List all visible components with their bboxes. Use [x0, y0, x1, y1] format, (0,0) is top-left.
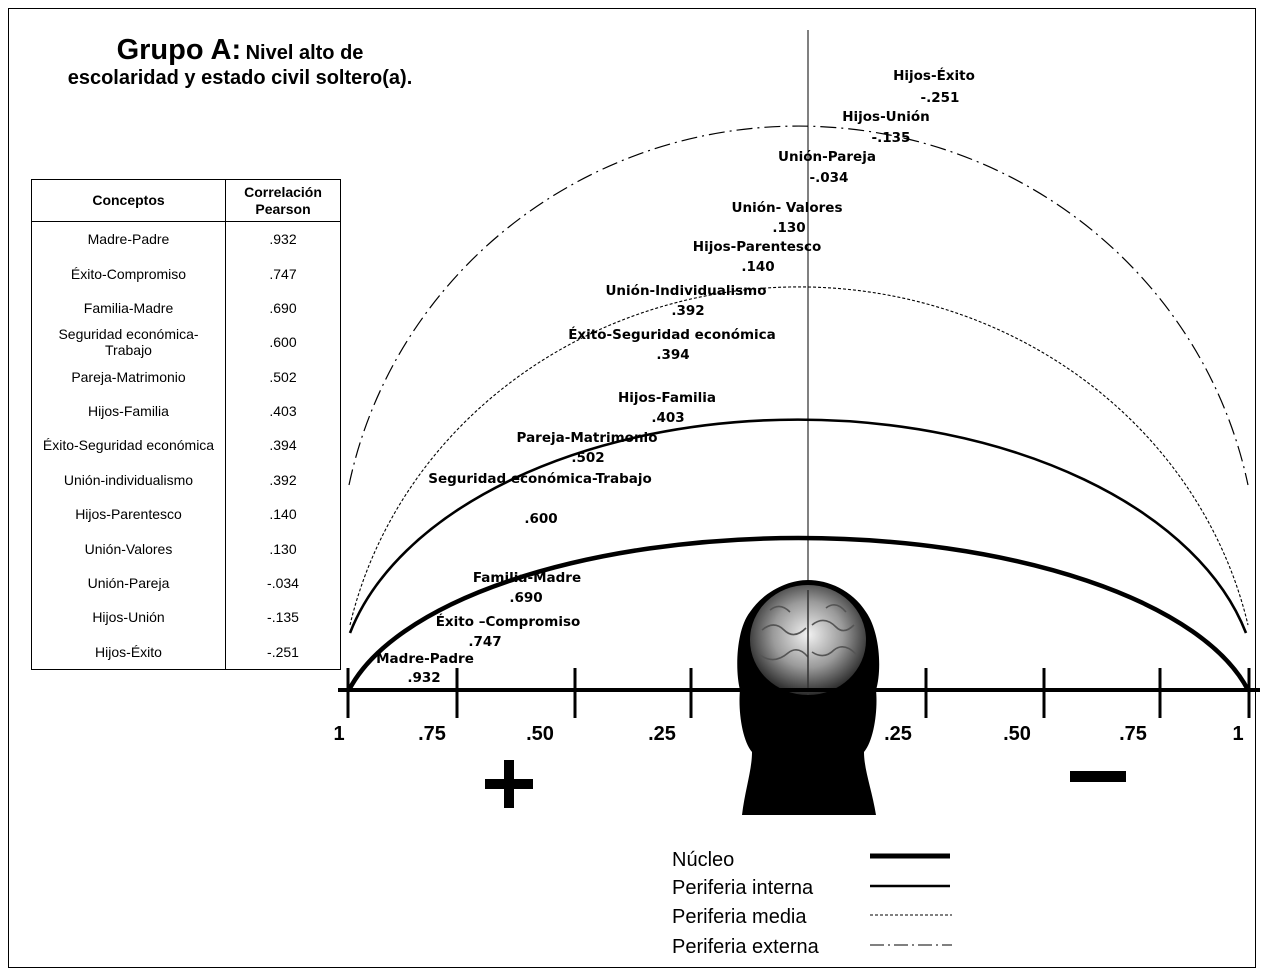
- diagram-label-value: .392: [671, 303, 704, 319]
- diagram-label-value: -.135: [872, 130, 911, 146]
- tick-label: .50: [526, 723, 554, 745]
- concept-cell: Hijos-Unión: [31, 600, 226, 635]
- title-description: Nivel alto de escolaridad y estado civil…: [67, 42, 413, 90]
- arc-periferia-externa: [348, 125, 1249, 486]
- arc-periferia-media: [349, 286, 1249, 626]
- concept-cell: Hijos-Familia: [31, 393, 226, 429]
- diagram-label-name: Familia-Madre: [473, 570, 581, 586]
- header-pearson: Correlación Pearson: [225, 179, 341, 222]
- diagram-label-value: .403: [651, 410, 684, 426]
- minus-sign-icon: [1070, 771, 1126, 782]
- value-cell: .690: [225, 290, 341, 326]
- diagram-label-name: Madre-Padre: [376, 651, 474, 667]
- concept-cell: Éxito-Compromiso: [31, 256, 226, 291]
- header-concepts: Conceptos: [31, 179, 226, 222]
- figure-title: Grupo A: Nivel alto de escolaridad y est…: [60, 34, 420, 90]
- diagram-label-name: Unión- Valores: [732, 200, 843, 216]
- diagram-label-value: .600: [524, 511, 557, 527]
- tick-label: 0: [803, 723, 814, 745]
- tick-label: .75: [1119, 723, 1147, 745]
- tick-label: .25: [884, 723, 912, 745]
- diagram-label-value: -.034: [810, 170, 849, 186]
- value-cell: .392: [225, 462, 341, 498]
- table-row: Unión-Valores.130: [31, 531, 341, 566]
- value-cell: -.251: [225, 634, 341, 671]
- value-cell: -.034: [225, 565, 341, 601]
- concept-cell: Familia-Madre: [31, 290, 226, 326]
- table-row: Seguridad económica-Trabajo.600: [31, 325, 341, 360]
- table-row: Hijos-Éxito-.251: [31, 634, 341, 671]
- table-row: Hijos-Unión-.135: [31, 600, 341, 635]
- value-cell: -.135: [225, 600, 341, 635]
- table-row: Madre-Padre.932: [31, 221, 341, 257]
- value-cell: .747: [225, 256, 341, 291]
- tick-label: .25: [648, 723, 676, 745]
- title-group: Grupo A:: [116, 34, 242, 66]
- diagram-label-name: Éxito –Compromiso: [436, 613, 581, 630]
- diagram-label-name: Unión-Individualismo: [605, 283, 766, 299]
- concept-cell: Unión-Pareja: [31, 565, 226, 601]
- value-cell: .130: [225, 531, 341, 566]
- diagram-label-value: .502: [571, 450, 604, 466]
- head-icon: [737, 580, 880, 815]
- diagram-label-value: -.251: [921, 90, 960, 106]
- table-row: Hijos-Familia.403: [31, 393, 341, 429]
- diagram-label-name: Seguridad económica-Trabajo: [428, 471, 652, 487]
- value-cell: .394: [225, 428, 341, 463]
- diagram-label-name: Hijos-Parentesco: [693, 239, 821, 255]
- concept-cell: Éxito-Seguridad económica: [31, 428, 226, 463]
- table-header-row: Conceptos Correlación Pearson: [31, 179, 341, 222]
- diagram-label-name: Unión-Pareja: [778, 149, 876, 165]
- diagram-label-value: .130: [772, 220, 805, 236]
- correlation-table: Conceptos Correlación Pearson Madre-Padr…: [31, 179, 341, 671]
- arc-nucleo: [347, 535, 1250, 692]
- concept-cell: Hijos-Parentesco: [31, 497, 226, 532]
- diagram-label-value: .140: [741, 259, 774, 275]
- value-cell: .403: [225, 393, 341, 429]
- value-cell: .600: [225, 325, 341, 360]
- diagram-label-name: Hijos-Unión: [842, 109, 930, 125]
- table-row: Pareja-Matrimonio.502: [31, 359, 341, 394]
- plus-sign-icon: [485, 760, 533, 808]
- table-row: Unión-individualismo.392: [31, 462, 341, 498]
- axis-ticks: [346, 668, 1251, 718]
- diagram-label-name: Éxito-Seguridad económica: [568, 326, 776, 343]
- legend-label-nucleo: Núcleo: [672, 849, 734, 871]
- legend-label-periferia-externa: Periferia externa: [672, 936, 820, 958]
- diagram-label-value: .747: [468, 634, 501, 650]
- diagram-label-name: Pareja-Matrimonio: [517, 430, 658, 446]
- diagram-label-value: .932: [407, 670, 440, 686]
- concept-cell: Hijos-Éxito: [31, 634, 226, 671]
- table-row: Éxito-Compromiso.747: [31, 256, 341, 291]
- concept-cell: Pareja-Matrimonio: [31, 359, 226, 394]
- concept-cell: Seguridad económica-Trabajo: [31, 325, 226, 360]
- legend-label-periferia-interna: Periferia interna: [672, 877, 814, 899]
- tick-label: .50: [1003, 723, 1031, 745]
- legend: Núcleo Periferia interna Periferia media…: [672, 849, 952, 958]
- value-cell: .502: [225, 359, 341, 394]
- table-row: Éxito-Seguridad económica.394: [31, 428, 341, 463]
- tick-label: 1: [1232, 723, 1243, 745]
- concept-cell: Madre-Padre: [31, 221, 226, 257]
- concept-cell: Unión-individualismo: [31, 462, 226, 498]
- value-cell: .140: [225, 497, 341, 532]
- diagram-label-value: .394: [656, 347, 689, 363]
- arc-periferia-interna: [348, 418, 1248, 634]
- diagram-label-name: Hijos-Familia: [618, 390, 716, 406]
- diagram-label-name: Hijos-Éxito: [893, 67, 975, 84]
- table-row: Unión-Pareja-.034: [31, 565, 341, 601]
- diagram-label-value: .690: [509, 590, 542, 606]
- legend-label-periferia-media: Periferia media: [672, 906, 807, 928]
- tick-label: 1: [333, 723, 344, 745]
- value-cell: .932: [225, 221, 341, 257]
- table-row: Familia-Madre.690: [31, 290, 341, 326]
- tick-label: .75: [418, 723, 446, 745]
- table-row: Hijos-Parentesco.140: [31, 497, 341, 532]
